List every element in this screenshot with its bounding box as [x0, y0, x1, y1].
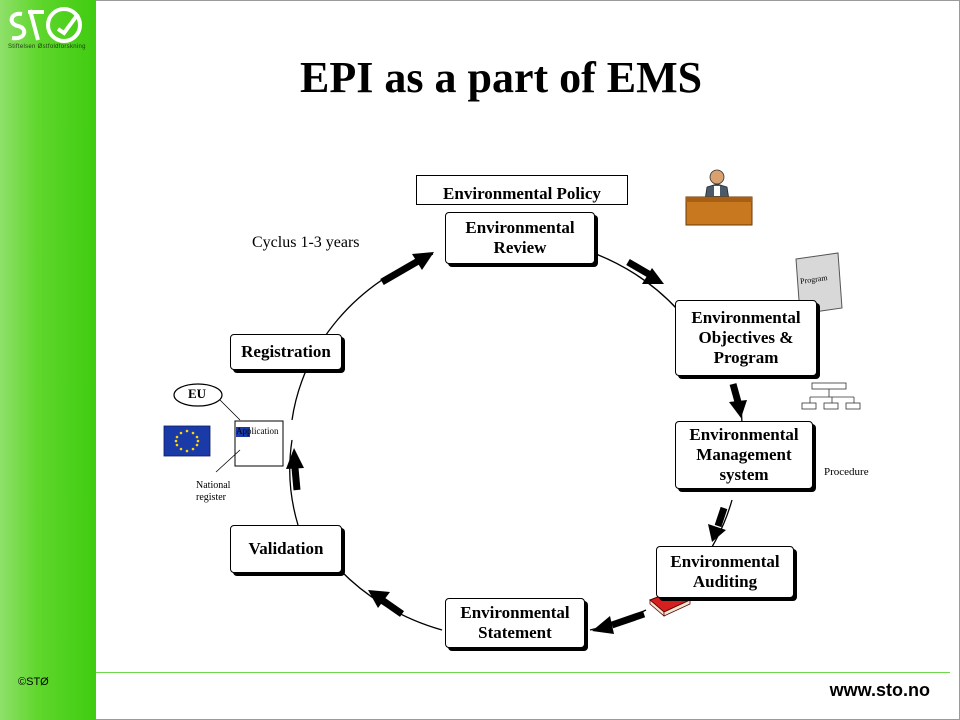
box-environmental-review: Environmental Review [445, 212, 595, 264]
box-environmental-auditing: Environmental Auditing [656, 546, 794, 598]
arrow-registration-to-review [380, 252, 434, 286]
sto-logo-icon [9, 7, 82, 43]
person-at-desk-icon [685, 169, 753, 226]
program-document-icon [795, 252, 843, 315]
box-registration: Registration [230, 334, 342, 370]
arrow-review-to-objectives [626, 258, 664, 284]
cycle-label: Cyclus 1-3 years [252, 234, 360, 251]
footer-copyright: ©STØ [18, 676, 49, 688]
footer-divider [96, 672, 950, 673]
box-environmental-objectives: Environmental Objectives & Program [675, 300, 817, 376]
page-title: EPI as a part of EMS [300, 53, 703, 102]
arrow-statement-to-validation [368, 590, 405, 617]
footer-url[interactable]: www.sto.no [829, 680, 930, 700]
eu-oval [173, 383, 223, 407]
box-environmental-policy: Environmental Policy [416, 175, 628, 205]
procedure-label: Procedure [824, 466, 869, 478]
org-chart-icon [801, 382, 861, 410]
green-sidebar [0, 0, 96, 720]
eu-label: EU [188, 386, 207, 401]
eu-flag-icon [163, 425, 211, 457]
application-label: Application [236, 426, 279, 436]
logo-tagline: Stiftelsen Østfoldforskning [8, 44, 86, 50]
box-environmental-management: Environmental Management system [675, 421, 813, 489]
arrow-auditing-to-statement [592, 610, 646, 634]
application-document [215, 399, 284, 473]
national-register-label: National register [196, 480, 231, 503]
arrow-objectives-to-management [729, 383, 747, 418]
box-validation: Validation [230, 525, 342, 573]
arrow-validation-to-registration [286, 448, 304, 491]
arrow-management-to-auditing [708, 506, 728, 542]
box-environmental-statement: Environmental Statement [445, 598, 585, 648]
